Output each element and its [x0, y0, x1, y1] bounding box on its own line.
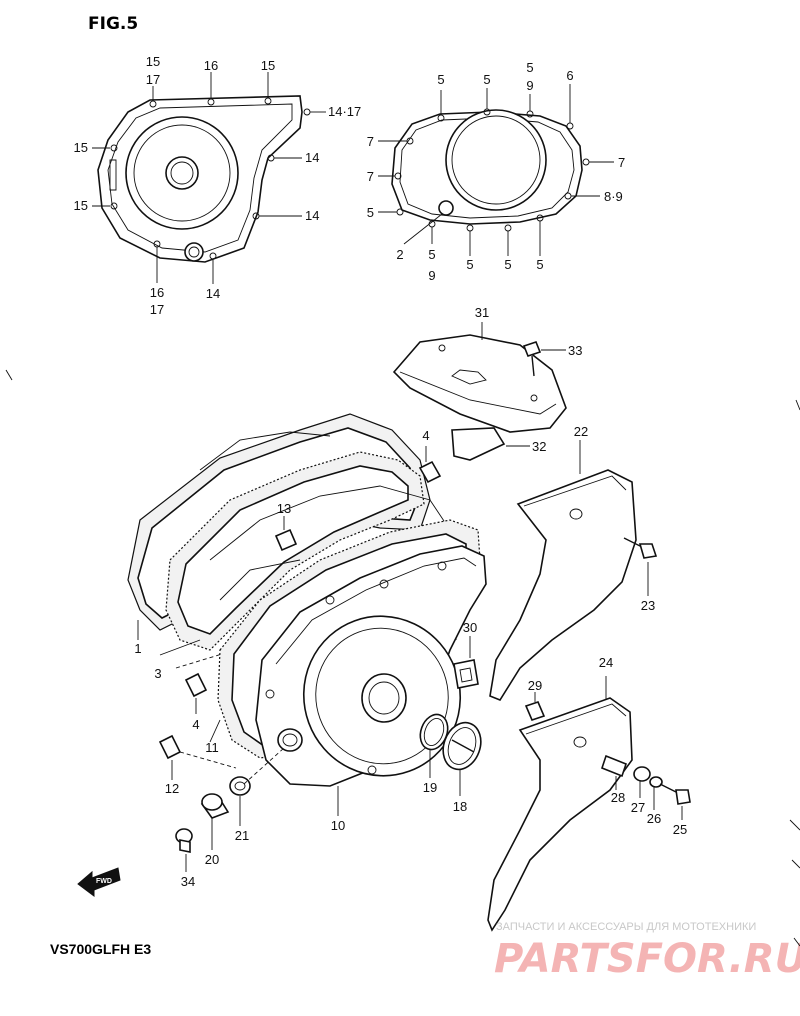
- part-26-washer: [649, 776, 663, 810]
- part-33-bolt: [522, 341, 566, 377]
- part-24-guard: [487, 676, 633, 932]
- callout: 20: [205, 852, 219, 867]
- cover-outer-view-right: [378, 84, 614, 256]
- watermark-tagline: ЗАПЧАСТИ И АКСЕССУАРЫ ДЛЯ МОТОТЕХНИКИ: [496, 921, 756, 933]
- part-27-washer: [633, 766, 651, 798]
- part-3-gasket: [159, 451, 425, 656]
- part-28-collar: [601, 754, 627, 790]
- callout: 1: [134, 641, 141, 656]
- callout: 14·17: [328, 104, 361, 119]
- callout: 15: [74, 140, 88, 155]
- callout: 15: [146, 54, 160, 69]
- callout: 7: [367, 134, 374, 149]
- part-20-plug: [200, 793, 230, 850]
- callout: 17: [150, 302, 164, 317]
- callout: 14: [305, 208, 319, 223]
- callout: 7: [367, 169, 374, 184]
- callout: 28: [611, 790, 625, 805]
- callout: 19: [423, 780, 437, 795]
- callout: 5: [483, 72, 490, 87]
- callout: 15: [261, 58, 275, 73]
- part-34-plug: [175, 828, 193, 872]
- callout: 14: [206, 286, 220, 301]
- cover-inner-view-left: [92, 72, 326, 284]
- callout: 27: [631, 800, 645, 815]
- callout: 29: [528, 678, 542, 693]
- callout: 13: [277, 501, 291, 516]
- edge-artifacts: [5, 369, 800, 947]
- callout: 9: [526, 78, 533, 93]
- callout: 2: [396, 247, 403, 262]
- part-13-pin: [274, 516, 298, 552]
- callout: 7: [618, 155, 625, 170]
- callout: 25: [673, 822, 687, 837]
- assembly-lines: [175, 653, 285, 785]
- callout: 5: [466, 257, 473, 272]
- callout: 5: [367, 205, 374, 220]
- callout: 23: [641, 598, 655, 613]
- part-25-bolt: [659, 783, 691, 820]
- callout: 5: [526, 60, 533, 75]
- callout: 21: [235, 828, 249, 843]
- callout-labels: 15 17 16 15 14·17 15 14 15 14 16 17 14 5…: [74, 54, 688, 889]
- callout: 18: [453, 799, 467, 814]
- callout: 17: [146, 72, 160, 87]
- part-4-dowel-top: [418, 446, 442, 484]
- callout: 26: [647, 811, 661, 826]
- callout: 33: [568, 343, 582, 358]
- part-32-bracket: [451, 427, 530, 461]
- callout: 16: [150, 285, 164, 300]
- callout: 34: [181, 874, 195, 889]
- fwd-arrow-icon: FWD: [77, 867, 121, 897]
- part-12-dowel: [158, 734, 182, 780]
- part-29-nut: [524, 692, 546, 721]
- callout: 9: [428, 268, 435, 283]
- callout: 22: [574, 424, 588, 439]
- callout: 32: [532, 439, 546, 454]
- callout: 5: [437, 72, 444, 87]
- watermark: ЗАПЧАСТИ И АКСЕССУАРЫ ДЛЯ МОТОТЕХНИКИ PA…: [494, 921, 800, 982]
- callout: 5: [428, 247, 435, 262]
- callout: 8·9: [604, 189, 623, 204]
- callout: 6: [566, 68, 573, 83]
- part-23-bolt: [623, 537, 658, 596]
- callout: 14: [305, 150, 319, 165]
- part-22-guard: [489, 440, 637, 701]
- part-31-cover: [392, 322, 567, 433]
- callout: 5: [504, 257, 511, 272]
- callout: 10: [331, 818, 345, 833]
- callout: 15: [74, 198, 88, 213]
- watermark-brand: PARTSFOR.RU: [494, 936, 800, 982]
- part-19-o-ring: [419, 713, 449, 778]
- callout: 11: [205, 740, 219, 755]
- part-21-washer: [229, 776, 251, 826]
- callout: 24: [599, 655, 613, 670]
- callout: 12: [165, 781, 179, 796]
- callout: 4: [422, 428, 429, 443]
- part-30-grommet: [453, 636, 479, 689]
- callout: 16: [204, 58, 218, 73]
- model-code: VS700GLFH E3: [50, 941, 151, 957]
- callout: 31: [475, 305, 489, 320]
- callout: 3: [154, 666, 161, 681]
- callout: 5: [536, 257, 543, 272]
- figure-title: FIG.5: [88, 14, 138, 34]
- part-18-plug: [442, 721, 482, 796]
- part-4-dowel-lower: [184, 672, 208, 714]
- callout: 30: [463, 620, 477, 635]
- fwd-label: FWD: [96, 878, 112, 885]
- callout: 4: [192, 717, 199, 732]
